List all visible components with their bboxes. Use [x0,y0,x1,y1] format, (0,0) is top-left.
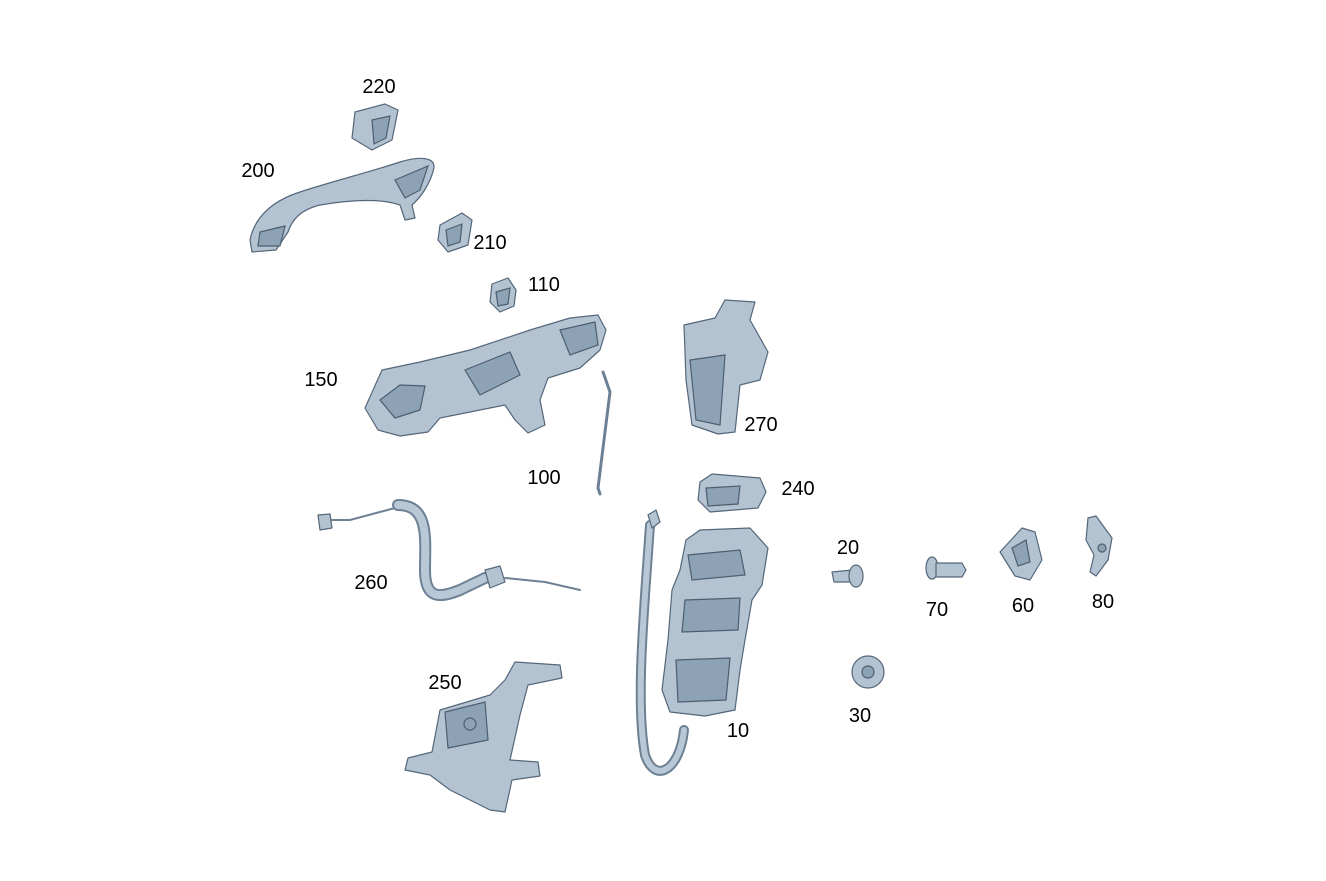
part-60-striker[interactable] [999,527,1043,581]
part-80-plate[interactable] [1085,515,1113,577]
label-240: 240 [781,478,814,500]
part-250-bracket[interactable] [404,661,563,813]
label-30: 30 [849,705,871,727]
part-240-connector[interactable] [697,473,767,513]
label-60: 60 [1012,595,1034,617]
part-200-door-handle[interactable] [249,157,435,253]
label-250: 250 [428,672,461,694]
part-220-handle-cap[interactable] [351,103,399,151]
part-150-handle-carrier[interactable] [364,314,607,437]
part-210-handle-insert[interactable] [437,212,473,253]
label-70: 70 [926,599,948,621]
part-110-lock-cylinder[interactable] [489,277,517,313]
label-110: 110 [528,274,560,296]
part-100-rod[interactable] [596,370,612,496]
label-100: 100 [527,467,560,489]
label-270: 270 [744,414,777,436]
part-20-bolt[interactable] [831,564,864,588]
label-260: 260 [354,572,387,594]
part-260-cable[interactable] [317,499,581,602]
label-80: 80 [1092,591,1114,613]
label-20: 20 [837,537,859,559]
part-70-bolt[interactable] [925,556,967,580]
part-30-screw[interactable] [851,655,885,689]
label-10: 10 [727,720,749,742]
label-150: 150 [304,369,337,391]
label-220: 220 [362,76,395,98]
part-270-cover[interactable] [683,299,769,435]
label-210: 210 [473,232,506,254]
label-200: 200 [241,160,274,182]
part-10-door-lock[interactable] [635,509,769,776]
